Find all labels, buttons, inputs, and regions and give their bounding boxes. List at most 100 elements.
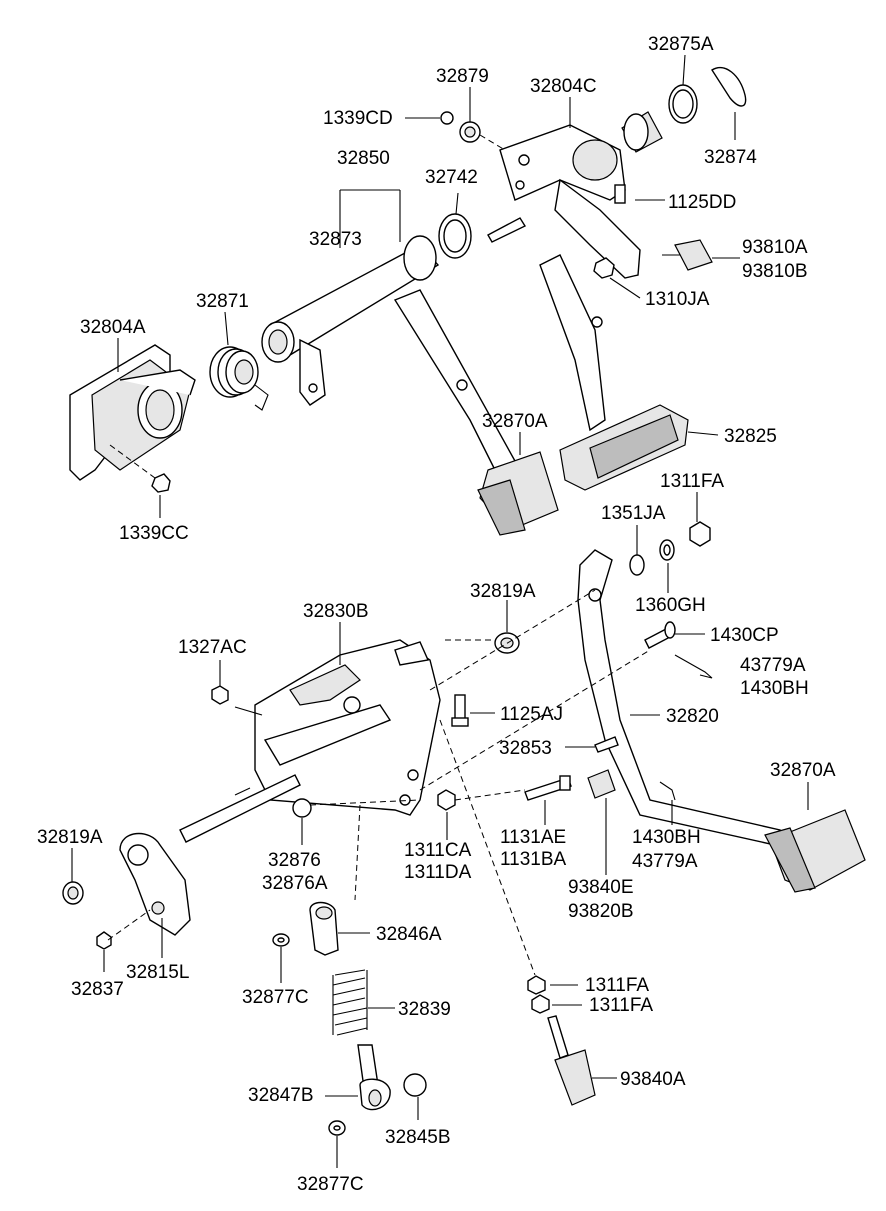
bolt-1125dd	[614, 184, 626, 204]
label-43779a-b: 43779A	[632, 851, 698, 872]
label-93840e: 93840E	[568, 877, 634, 898]
nut-1310ja	[593, 257, 615, 279]
nut-1339cc	[151, 473, 171, 493]
label-32820: 32820	[666, 706, 719, 727]
label-32870a-bottom: 32870A	[770, 760, 836, 781]
label-1125aj: 1125AJ	[500, 704, 563, 725]
label-32874: 32874	[704, 147, 757, 168]
ring-32742	[438, 213, 472, 259]
label-32819a-left: 32819A	[37, 827, 103, 848]
spring-32839	[332, 969, 368, 1036]
label-93840a: 93840A	[620, 1069, 686, 1090]
label-32876: 32876	[268, 850, 321, 871]
rod-32847b	[357, 1044, 391, 1111]
nut-32837	[96, 931, 112, 950]
label-1311fa-b2: 1311FA	[589, 995, 653, 1016]
label-32850: 32850	[337, 148, 390, 169]
nut-1327ac	[211, 685, 229, 705]
label-32877c-a: 32877C	[242, 987, 309, 1008]
label-32742: 32742	[425, 167, 478, 188]
label-32845b: 32845B	[385, 1127, 451, 1148]
bolt-1131ae	[524, 775, 572, 801]
pin-1430cp	[644, 621, 676, 649]
bushing-32879	[459, 121, 481, 143]
label-32819a-mid: 32819A	[470, 581, 536, 602]
spring-32871	[209, 346, 269, 411]
label-32839: 32839	[398, 999, 451, 1020]
label-1311da: 1311DA	[404, 862, 472, 883]
pedal-arm-32820	[577, 549, 781, 846]
label-32879: 32879	[436, 66, 489, 87]
label-32875a: 32875A	[648, 34, 714, 55]
bottom-leader-lines	[71, 525, 809, 1168]
clip-43779a	[674, 654, 713, 679]
label-32877c-b: 32877C	[297, 1174, 364, 1195]
clip-1430bh	[659, 781, 676, 801]
label-1131ae: 1131AE	[500, 827, 566, 848]
ball-32845b	[403, 1073, 427, 1097]
washer-1351ja	[629, 554, 645, 576]
label-32847b: 32847B	[248, 1085, 314, 1106]
clip-32874	[711, 67, 747, 107]
bracket-32804a	[69, 344, 196, 481]
bracket-32804c	[487, 124, 641, 279]
bottom-dashed-lines	[107, 589, 651, 976]
label-32804a: 32804A	[80, 317, 146, 338]
label-1430cp: 1430CP	[710, 625, 779, 646]
label-1360gh: 1360GH	[635, 595, 706, 616]
label-1311ca: 1311CA	[404, 840, 472, 861]
label-93810b: 93810B	[742, 261, 808, 282]
ball-32876	[292, 798, 312, 818]
ring-32875a	[668, 84, 698, 124]
label-1311fa-b1: 1311FA	[585, 975, 649, 996]
washer-32877c-a	[272, 933, 290, 947]
part-labels: 32875A 32879 32804C 1339CD 32874 32850 3…	[37, 34, 836, 1195]
label-32870a-top: 32870A	[482, 411, 548, 432]
label-1311fa-top: 1311FA	[660, 471, 724, 492]
top-leader-lines	[109, 54, 740, 522]
label-1125dd: 1125DD	[668, 192, 736, 213]
label-32876a: 32876A	[262, 873, 328, 894]
nut-1311fa-top	[689, 521, 711, 547]
label-1430bh-a: 1430BH	[740, 678, 809, 699]
label-1131ba: 1131BA	[500, 849, 567, 870]
pedal-shaft-32873	[261, 235, 440, 406]
label-1351ja: 1351JA	[601, 503, 666, 524]
label-32846a: 32846A	[376, 924, 442, 945]
label-32830b: 32830B	[303, 601, 369, 622]
washer-1360gh	[659, 539, 675, 561]
label-32815l: 32815L	[126, 962, 189, 983]
label-1310ja: 1310JA	[645, 289, 710, 310]
pivot-bushing	[621, 111, 663, 153]
label-93810a: 93810A	[742, 237, 808, 258]
label-32873: 32873	[309, 229, 362, 250]
stopper-93810a	[662, 239, 713, 271]
label-32871: 32871	[196, 291, 249, 312]
label-1339cc: 1339CC	[119, 523, 189, 544]
nut-1311fa-b2	[531, 994, 550, 1014]
pedal-pad-32870a-bottom	[764, 809, 866, 893]
label-32825: 32825	[724, 426, 777, 447]
label-93820b: 93820B	[568, 901, 634, 922]
clutch-pedal-32825	[539, 254, 689, 491]
label-43779a-a: 43779A	[740, 655, 806, 676]
switch-93840a	[547, 1015, 596, 1106]
label-1339cd: 1339CD	[323, 108, 393, 129]
label-32837: 32837	[71, 979, 124, 1000]
nut-1311fa-b1	[527, 975, 546, 995]
label-32804c: 32804C	[530, 76, 597, 97]
brake-pedal-arm	[393, 289, 559, 536]
socket-32846a	[309, 901, 339, 956]
bolt-1125aj	[451, 694, 469, 727]
label-32853: 32853	[499, 738, 552, 759]
pin-32853	[594, 736, 619, 753]
label-1430bh-b: 1430BH	[632, 827, 701, 848]
shaft-32815l	[179, 774, 301, 843]
nut-1311ca	[437, 789, 456, 811]
washer-32877c-b	[328, 1120, 346, 1136]
bushing-32819a-left	[62, 881, 84, 905]
nut-1339cd	[440, 111, 454, 125]
label-1327ac: 1327AC	[178, 637, 247, 658]
